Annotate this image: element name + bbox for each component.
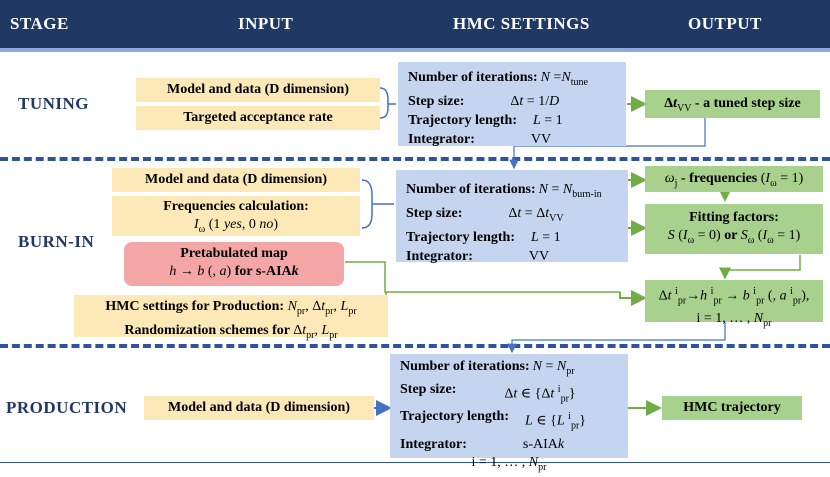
burnin-int-val: VV xyxy=(528,248,550,264)
burnin-map-title: Pretabulated map xyxy=(180,246,288,261)
tuning-int-val: VV xyxy=(530,131,552,147)
burnin-pretabulated-map: Pretabulated map h → b (, a) for s-AIAk xyxy=(124,242,344,286)
tuning-output: ΔtVV - a tuned step size xyxy=(645,90,820,118)
production-traj-label: Trajectory length: xyxy=(400,409,509,425)
burnin-output-frequencies: ωj - frequencies (Iω = 1) xyxy=(645,166,823,192)
burnin-input-frequencies: Frequencies calculation: Iω (1 yes, 0 no… xyxy=(112,196,360,236)
connectors xyxy=(345,87,801,416)
header-input: INPUT xyxy=(238,14,294,33)
tuning-iter-label: Number of iterations: xyxy=(408,70,538,85)
burnin-step-label: Step size: xyxy=(406,205,463,221)
production-output: HMC trajectory xyxy=(662,396,802,420)
stage-burnin: BURN-IN xyxy=(18,232,95,251)
header-bar: STAGE INPUT HMC SETTINGS OUTPUT xyxy=(0,0,830,52)
burnin-input-model: Model and data (D dimension) xyxy=(112,168,360,192)
tuning-step-label: Step size: xyxy=(408,93,465,109)
burnin-int-label: Integrator: xyxy=(406,248,473,264)
stage-tuning: TUNING xyxy=(18,94,90,113)
production-step-label: Step size: xyxy=(400,381,457,397)
production-int-label: Integrator: xyxy=(400,436,467,452)
production-settings: Number of iterations:N = Npr Step size:Δ… xyxy=(390,354,628,473)
separator-2 xyxy=(0,344,830,348)
tuning-output-text: - a tuned step size xyxy=(691,96,801,111)
burnin-traj-label: Trajectory length: xyxy=(406,229,515,245)
burnin-freq-title: Frequencies calculation: xyxy=(163,199,309,214)
bottom-rule xyxy=(0,462,830,463)
tuning-input-acceptance: Targeted acceptance rate xyxy=(136,106,380,130)
separator-1 xyxy=(0,157,830,161)
header-hmc-settings: HMC SETTINGS xyxy=(453,14,590,33)
burnin-iter-label: Number of iterations: xyxy=(406,182,536,197)
production-iter-label: Number of iterations: xyxy=(400,359,530,374)
tuning-traj-label: Trajectory length: xyxy=(408,112,517,128)
burnin-output-map: Δt ipr→h ipr → b ipr (, a ipr), i = 1, …… xyxy=(645,280,823,329)
stage-production: PRODUCTION xyxy=(6,398,128,417)
burnin-fit-title: Fitting factors: xyxy=(689,210,779,225)
production-input-model: Model and data (D dimension) xyxy=(144,396,374,420)
burnin-output-fitting: Fitting factors: S (Iω = 0) or Sω (Iω = … xyxy=(645,204,823,254)
tuning-int-label: Integrator: xyxy=(408,131,475,147)
burnin-settings: Number of iterations:N = Nburn-in Step s… xyxy=(396,170,628,264)
tuning-settings: Number of iterations:N =Ntune Step size:… xyxy=(398,62,626,147)
burnin-input-production-settings: HMC settings for Production: Npr, Δtpr, … xyxy=(74,295,388,341)
header-stage: STAGE xyxy=(10,14,69,33)
header-output: OUTPUT xyxy=(688,14,762,33)
tuning-input-model: Model and data (D dimension) xyxy=(136,78,380,102)
